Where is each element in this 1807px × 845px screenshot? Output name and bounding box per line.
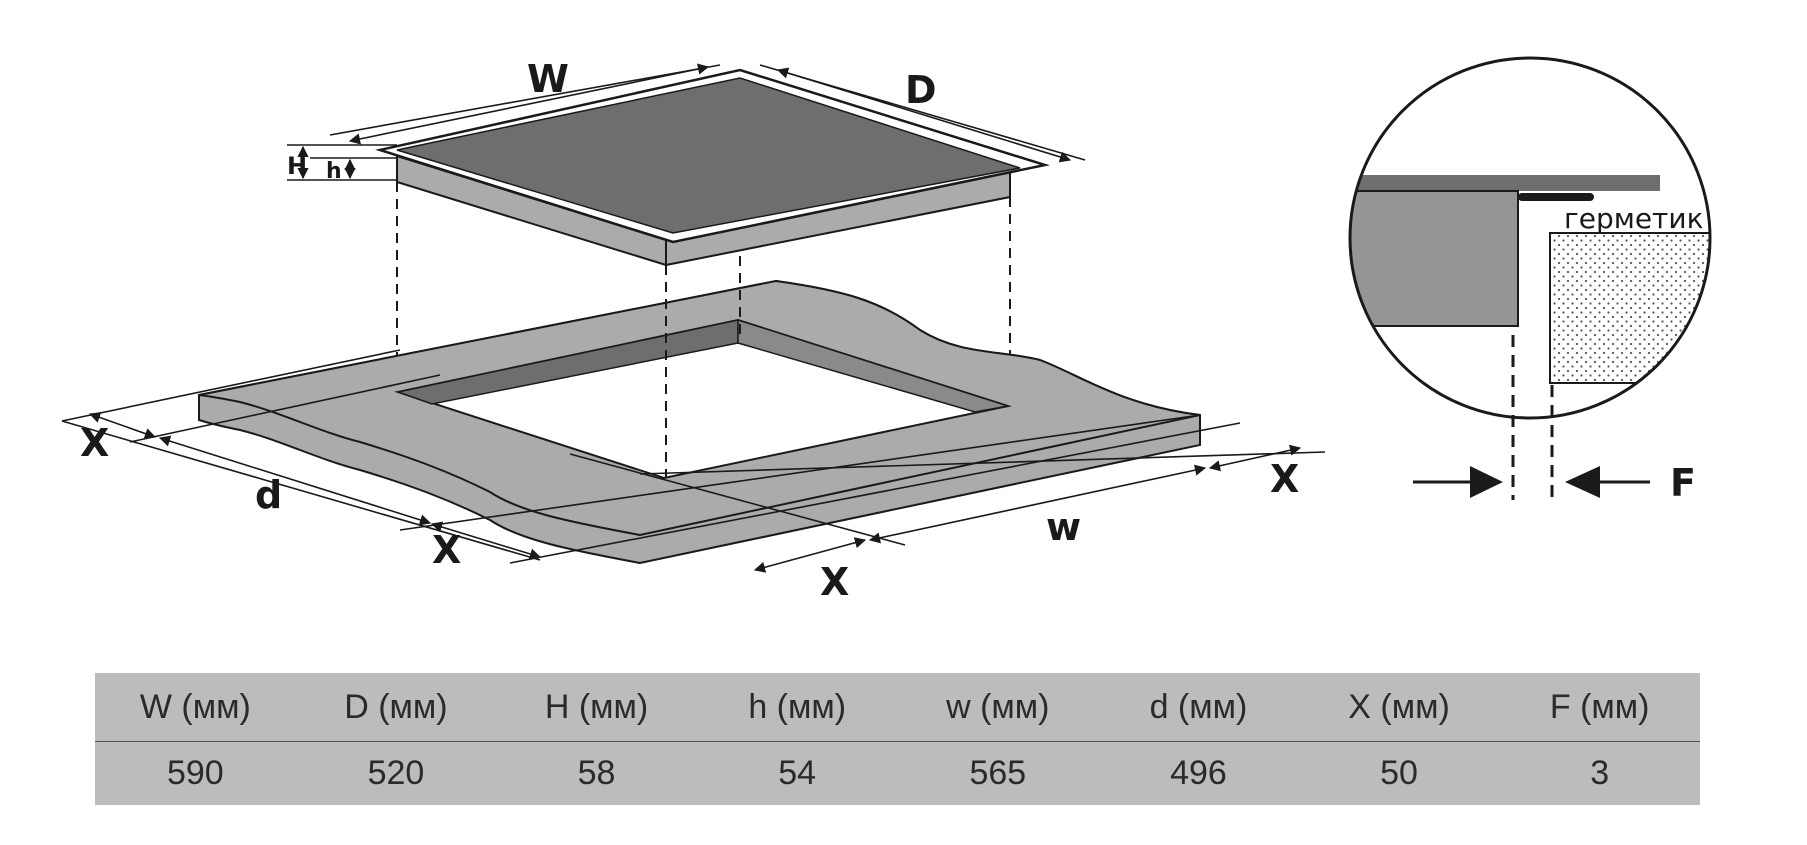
table-cell: 3: [1590, 754, 1610, 792]
label-D: D: [905, 68, 937, 112]
table-header-cell: F (мм): [1499, 673, 1700, 742]
table-header-cell: d (мм): [1098, 673, 1299, 742]
callout-hob-glass: [1350, 175, 1660, 191]
label-X-front-left: X: [432, 528, 461, 572]
detail-callout: герметик F: [1348, 56, 1712, 505]
dimension-lines: [61, 63, 1326, 573]
label-X-left: X: [80, 421, 109, 465]
table-cell: 520: [367, 754, 425, 792]
table-cell: 50: [1380, 754, 1418, 792]
label-H: H: [287, 152, 307, 180]
label-X-front-right: X: [820, 560, 849, 604]
cutout-wall-right: [737, 318, 1009, 413]
label-h: h: [326, 159, 342, 184]
table-header-cell: X (мм): [1298, 673, 1500, 742]
gap-arrow-left-icon: [1413, 466, 1503, 498]
table-row: 590 520 58 54 565 496 50 3: [95, 742, 1700, 806]
table-cell: 58: [577, 754, 616, 792]
table-cell: 590: [166, 754, 224, 792]
table-cell: 54: [778, 754, 817, 792]
gap-arrow-right-icon: [1565, 466, 1650, 498]
table-header-cell: H (мм): [496, 673, 697, 742]
table-header-row: W (мм) D (мм) H (мм) h (мм) w (мм) d (мм…: [95, 673, 1700, 742]
label-d: d: [255, 473, 282, 517]
table-header-cell: h (мм): [696, 673, 898, 742]
label-F: F: [1670, 461, 1696, 505]
sealant-label: герметик: [1564, 202, 1703, 235]
table-cell: 565: [969, 754, 1027, 792]
dimensions-table: W (мм) D (мм) H (мм) h (мм) w (мм) d (мм…: [95, 673, 1700, 805]
callout-hob-body: [1350, 190, 1519, 327]
table-header-cell: w (мм): [897, 673, 1099, 742]
table-header-cell: D (мм): [295, 673, 497, 742]
label-X-right: X: [1270, 457, 1299, 501]
projection-lines: [396, 182, 1011, 478]
table-header-cell: W (мм): [95, 673, 296, 742]
table-cell: 496: [1170, 754, 1227, 792]
label-w: w: [1046, 505, 1081, 549]
hob: [375, 68, 1050, 267]
label-W: W: [527, 57, 569, 101]
callout-circle: [1348, 56, 1712, 420]
